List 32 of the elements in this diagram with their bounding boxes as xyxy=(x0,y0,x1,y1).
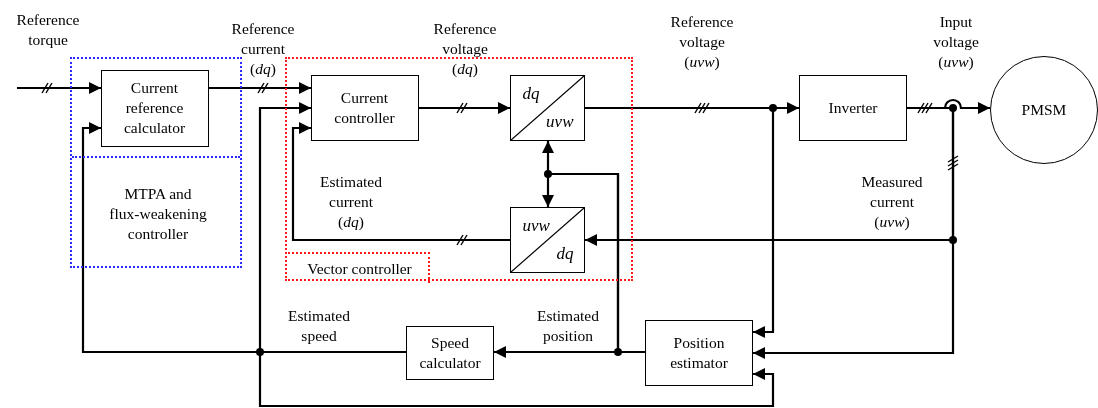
process-box: Inverter xyxy=(799,75,907,141)
transform-block xyxy=(509,74,585,141)
frame-label: uvw xyxy=(522,215,550,236)
group-label: MTPA and flux-weakening controller xyxy=(108,184,208,244)
arrow xyxy=(258,350,775,408)
edge-label: Estimated speed xyxy=(287,306,351,346)
frame-label: dq xyxy=(522,83,540,104)
edge-label: Reference current (dq) xyxy=(230,19,296,79)
edge-label: Measured current (uvw) xyxy=(860,172,924,232)
arrow xyxy=(209,82,311,94)
process-box: Current reference calculator xyxy=(100,69,209,147)
transform-block xyxy=(509,206,585,273)
motor-circle: PMSM xyxy=(990,56,1098,164)
edge-label: Input voltage (uvw) xyxy=(932,12,980,72)
arrow xyxy=(17,82,101,94)
controller-group xyxy=(285,57,633,281)
edge-label: Reference torque xyxy=(15,10,81,50)
edge-label: Reference voltage (uvw) xyxy=(669,12,735,72)
arrow xyxy=(753,106,955,359)
frame-label: uvw xyxy=(546,111,574,132)
arrow xyxy=(585,106,775,338)
process-box: Current controller xyxy=(310,74,419,141)
edge-label: Estimated current (dq) xyxy=(319,172,383,232)
arrow xyxy=(291,122,510,242)
process-box: Speed calculator xyxy=(406,326,494,380)
frame-label: dq xyxy=(556,243,574,264)
process-box: Position estimator xyxy=(645,320,753,386)
edge-label: Estimated position xyxy=(536,306,600,346)
arrow xyxy=(419,102,510,114)
controller-group xyxy=(70,57,242,268)
edge-label: Reference voltage (dq) xyxy=(432,19,498,79)
group-label: Vector controller xyxy=(306,258,413,279)
